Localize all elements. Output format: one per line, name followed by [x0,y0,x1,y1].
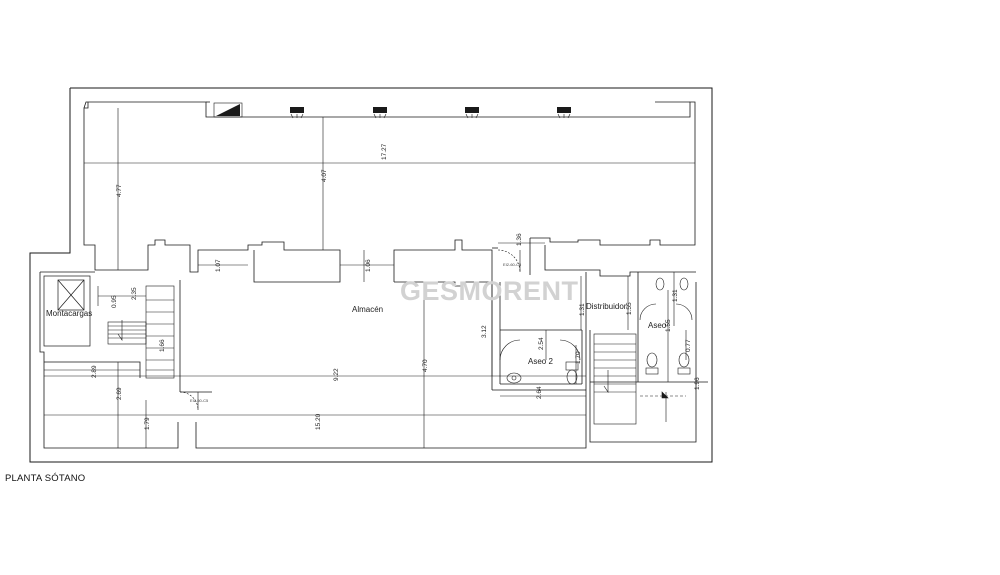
dim-9-22: 9.22 [333,368,340,381]
dim-3-12: 3.12 [481,325,488,338]
extractor-icon [290,107,304,119]
dim-1-55-a: 1.55 [626,302,633,315]
sanitary-fixtures [506,277,691,385]
dim-4-07: 4.07 [321,169,328,182]
dim-1-31-a: 1.31 [579,303,586,316]
lower-hall-walls [39,238,708,449]
upper-hall-walls [83,101,696,287]
dim-2-54: 2.54 [538,337,545,350]
room-label-aseo-1: Aseo [648,321,667,330]
dim-2-64: 2.64 [536,386,543,399]
dim-2-89: 2.89 [91,365,98,378]
door-rating-label: EI2-60-C5 [503,262,522,267]
dim-1-31-b: 1.31 [672,289,679,302]
doors [179,249,693,411]
ceiling-fixtures [213,102,571,119]
staircase-left [97,285,175,379]
extractor-icon [373,107,387,119]
dim-0-95: 0.95 [111,295,118,308]
stair-marker-icon [216,104,240,116]
extractor-icon [465,107,479,119]
dim-15-20: 15.20 [315,413,322,430]
dimension-lines [44,108,695,448]
dim-4-77: 4.77 [116,184,123,197]
dim-1-55-b: 1.55 [665,319,672,332]
sink-icon [506,372,522,384]
dim-1-36: 1.36 [516,233,523,246]
montacargas-shaft [43,275,91,347]
sink-icon [655,277,665,291]
dim-2-35: 2.35 [131,287,138,300]
extractor-icon [557,107,571,119]
dim-1-70: 1.70 [575,351,582,364]
plan-caption: PLANTA SÓTANO [5,473,86,484]
dim-1-06: 1.06 [365,259,372,272]
room-label-aseo-2: Aseo 2 [528,357,553,366]
dim-1-66: 1.66 [159,339,166,352]
room-label-montacargas: Montacargas [46,309,92,318]
dim-1-79: 1.79 [144,417,151,430]
door-rating-label: EI2-60-C5 [190,398,209,403]
toilet-icon [565,361,579,385]
watermark: GESMORENT [400,276,579,306]
dim-1-07: 1.07 [215,259,222,272]
dim-1-96: 1.96 [694,377,701,390]
toilet-icon [645,352,659,375]
staircase-right [593,333,686,425]
room-label-distribuidor: Distribuidor [586,302,627,311]
dim-4-70: 4.70 [422,359,429,372]
dim-2-69: 2.69 [116,387,123,400]
dim-0-77: 0.77 [685,339,692,352]
outer-boundary [29,87,713,463]
room-label-almacen: Almacén [352,305,383,314]
sink-icon [679,277,689,291]
dim-17-27: 17.27 [381,143,388,160]
toilet-icon [677,352,691,375]
